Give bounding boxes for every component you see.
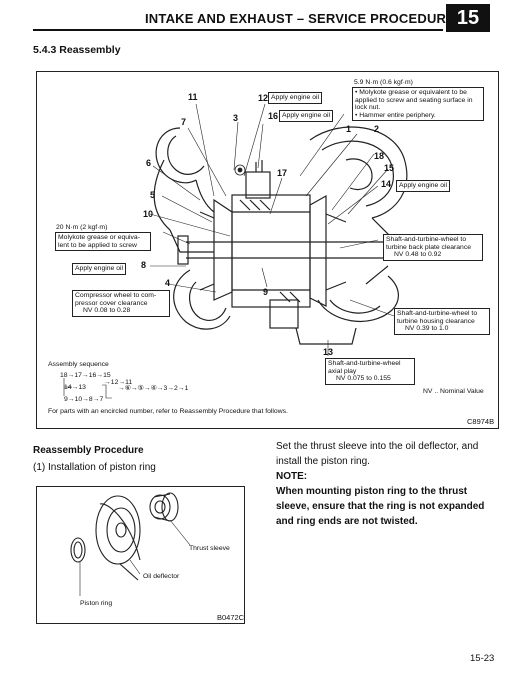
backplate-clearance-nv: NV 0.48 to 0.92 — [394, 251, 442, 258]
callout-10: 10 — [143, 209, 154, 219]
page-number: 15-23 — [470, 653, 495, 664]
callout-11: 11 — [188, 92, 198, 102]
note-text: When mounting piston ring to the thrust … — [276, 486, 485, 527]
assembly-sequence-line2b: →12→11 — [104, 379, 133, 386]
apply-oil-16-box: Apply engine oil — [279, 110, 333, 122]
callout-8: 8 — [141, 260, 147, 270]
figure1-code: C8974B — [467, 417, 495, 426]
section-title: 5.4.3 Reassembly — [33, 44, 121, 56]
procedure-text: Set the thrust sleeve into the oil defle… — [276, 441, 479, 467]
compressor-clearance-text: Compressor wheel to com-pressor cover cl… — [75, 292, 157, 307]
page-header-title: INTAKE AND EXHAUST – SERVICE PROCEDURE — [145, 11, 456, 26]
oil-deflector-label: Oil deflector — [143, 573, 180, 580]
callout-4: 4 — [165, 278, 171, 288]
turbocharger-figure — [36, 71, 499, 429]
torque-top-label: 5.9 N·m (0.6 kgf·m) — [354, 79, 413, 86]
housing-clearance-box: Shaft-and-turbine-wheel to turbine housi… — [394, 308, 490, 335]
assembly-sequence-line3: 9→10→8→7 — [64, 396, 104, 403]
housing-clearance-text: Shaft-and-turbine-wheel to turbine housi… — [397, 310, 478, 325]
nv-legend: NV .. Nominal Value — [423, 388, 484, 395]
assembly-sequence-line2c: →⑥→⑤→④→3→2→1 — [118, 385, 189, 392]
callout-2: 2 — [374, 124, 380, 134]
callout-7: 7 — [181, 117, 187, 127]
figure-footnote: For parts with an encircled number, refe… — [48, 408, 288, 415]
chapter-tab: 15 — [446, 4, 490, 32]
torque-top-note-2: • Hammer entire periphery. — [355, 111, 436, 119]
callout-9: 9 — [263, 287, 269, 297]
apply-oil-12-box: Apply engine oil — [268, 92, 322, 104]
procedure-title: Reassembly Procedure — [33, 445, 144, 456]
callout-17: 17 — [277, 168, 288, 178]
callout-14: 14 — [381, 179, 392, 189]
piston-ring-figure — [36, 486, 245, 624]
axial-play-box: Shaft-and-turbine-wheel axial play NV 0.… — [325, 358, 415, 385]
figure2-code: B0472C — [217, 613, 245, 622]
torque-top-note: • Molykote grease or equivalent to be ap… — [352, 87, 484, 121]
procedure-step: (1) Installation of piston ring — [33, 462, 156, 473]
housing-clearance-nv: NV 0.39 to 1.0 — [405, 325, 449, 332]
backplate-clearance-box: Shaft-and-turbine-wheel to turbine back … — [383, 234, 483, 261]
compressor-clearance-box: Compressor wheel to com-pressor cover cl… — [72, 290, 170, 317]
torque-top-note-1: • Molykote grease or equivalent to be ap… — [355, 89, 473, 111]
apply-oil-8-box: Apply engine oil — [72, 263, 126, 275]
callout-18: 18 — [374, 151, 385, 161]
compressor-clearance-nv: NV 0.08 to 0.28 — [83, 307, 131, 314]
callout-6: 6 — [146, 158, 152, 168]
callout-13: 13 — [323, 347, 334, 357]
axial-play-text: Shaft-and-turbine-wheel axial play — [328, 360, 401, 375]
callout-15: 15 — [384, 163, 395, 173]
callout-5: 5 — [150, 190, 156, 200]
apply-oil-14-box: Apply engine oil — [396, 180, 450, 192]
header-rule — [33, 29, 443, 31]
torque-left-label: 20 N·m (2 kgf·m) — [56, 224, 108, 231]
assembly-sequence-title: Assembly sequence — [48, 361, 109, 368]
backplate-clearance-text: Shaft-and-turbine-wheel to turbine back … — [386, 236, 472, 251]
assembly-sequence-line1: 18→17→16→15 — [60, 372, 111, 379]
callout-16: 16 — [268, 111, 279, 121]
piston-ring-label: Piston ring — [80, 600, 113, 607]
note-label: NOTE: — [276, 471, 308, 482]
torque-left-note: Molykote grease or equiva-lent to be app… — [55, 232, 151, 251]
axial-play-nv: NV 0.075 to 0.155 — [336, 375, 391, 382]
callout-1: 1 — [346, 124, 352, 134]
callout-12: 12 — [258, 93, 269, 103]
callout-3: 3 — [233, 113, 239, 123]
thrust-sleeve-label: Thrust sleeve — [189, 545, 230, 552]
assembly-sequence-line2a: 14→13 — [64, 384, 86, 391]
